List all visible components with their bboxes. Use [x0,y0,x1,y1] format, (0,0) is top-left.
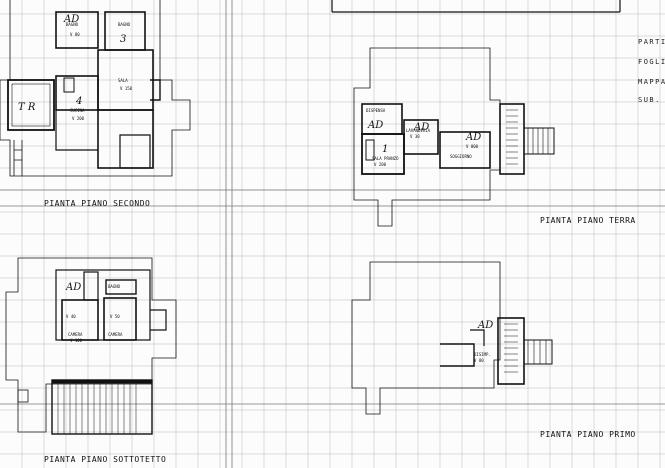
handwritten-ad-f: AD [477,320,493,331]
svg-text:V 200: V 200 [374,162,387,167]
svg-text:V 30: V 30 [410,134,420,139]
plan-piano-terra-texts: DISPENSA SALA PRANZO V 200 LAVANDERIA V … [366,108,481,167]
svg-text:SALA PRANZO: SALA PRANZO [372,156,399,161]
svg-text:CAMERA: CAMERA [68,332,83,337]
handwritten-1: 1 [382,144,388,155]
handwritten-4: 4 [75,96,82,107]
handwritten-3: 3 [120,34,126,45]
svg-text:BAGNO: BAGNO [108,284,121,289]
handwritten-ad-c: AD [413,122,429,133]
caption-piano-sottotetto: PIANTA PIANO SOTTOTETTO [44,455,167,464]
plan-piano-sottotetto-texts: BAGNO V 40 CAMERA V 100 V 50 CAMERA AD [65,282,123,343]
svg-text:V 100: V 100 [70,338,83,343]
plan-piano-primo [351,261,553,415]
svg-text:V 150: V 150 [120,86,133,91]
plan-piano-terra [353,47,555,227]
plan-piano-secondo [0,0,191,177]
svg-text:V 40: V 40 [66,314,76,319]
svg-text:DISPENSA: DISPENSA [366,108,386,113]
svg-text:V 800: V 800 [466,144,479,149]
plan-piano-secondo-texts: BAGNO BAGNO SALA V 150 CUCINA V 200 V 80… [18,14,133,121]
handwritten-ad-b: AD [367,120,383,131]
svg-text:SALA: SALA [118,78,128,83]
svg-text:DISIMP.: DISIMP. [474,352,491,357]
side-note-mappa: MAPPA [638,78,665,86]
svg-text:V 50: V 50 [110,314,120,319]
title-block [331,0,621,13]
svg-text:BAGNO: BAGNO [66,22,79,27]
plan-piano-sottotetto [5,257,177,435]
svg-text:SOGGIORNO: SOGGIORNO [450,154,472,159]
side-note-parti: PARTI [638,38,665,46]
caption-piano-primo: PIANTA PIANO PRIMO [540,430,636,439]
svg-text:V 80: V 80 [70,32,80,37]
side-note-foglio: FOGLIO [638,58,665,66]
caption-piano-terra: PIANTA PIANO TERRA [540,216,636,225]
plan-piano-primo-texts: DISIMP. V 80 AD [474,320,493,363]
handwritten-ad-a: AD [63,14,79,25]
svg-text:V 200: V 200 [72,116,85,121]
svg-text:LAVANDERIA: LAVANDERIA [406,128,431,133]
handwritten-tr: T R [18,102,36,113]
handwritten-ad-e: AD [65,282,81,293]
svg-text:CUCINA: CUCINA [70,108,85,113]
svg-text:CAMERA: CAMERA [108,332,123,337]
side-note-sub: SUB. [638,96,661,104]
svg-text:BAGNO: BAGNO [118,22,131,27]
handwritten-ad-d: AD [465,132,481,143]
svg-text:V 80: V 80 [474,358,484,363]
caption-piano-secondo: PIANTA PIANO SECONDO [44,199,151,208]
